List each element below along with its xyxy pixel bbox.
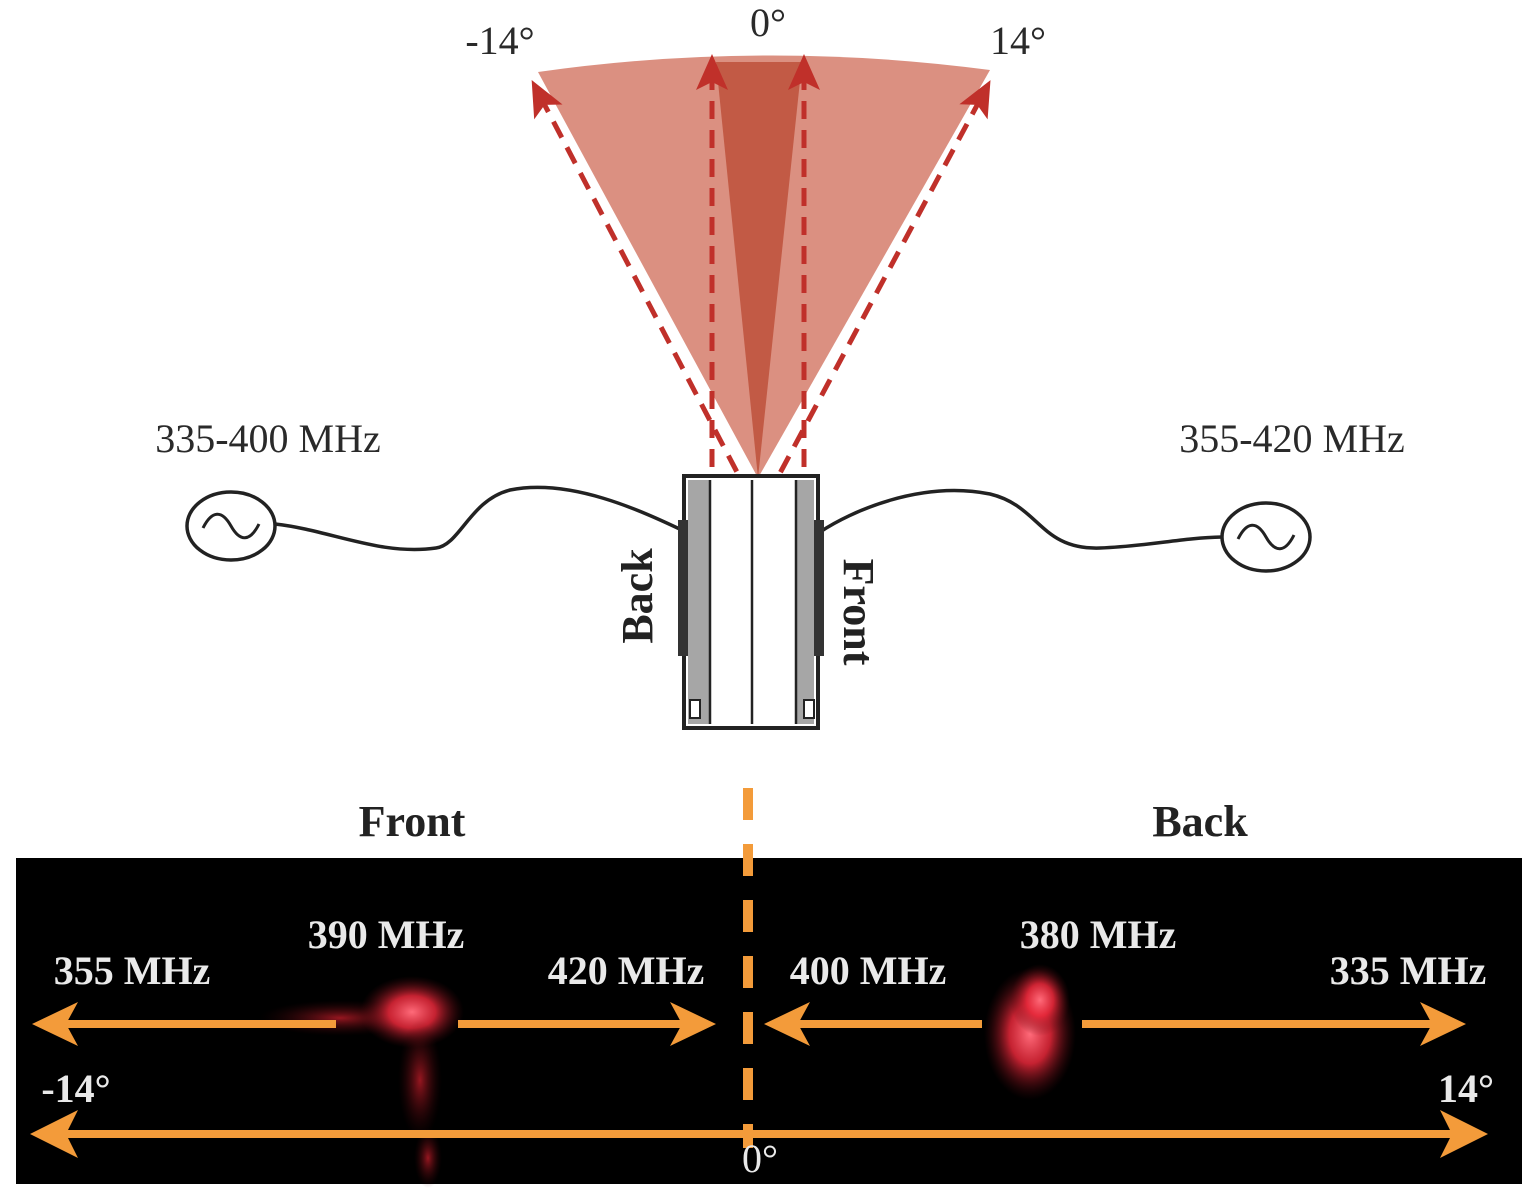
right-feed-cable — [819, 488, 1223, 550]
axis-right-angle-label: 14° — [1438, 1066, 1494, 1111]
front-panel-title: Front — [359, 797, 466, 846]
axis-left-angle-label: -14° — [41, 1066, 110, 1111]
back-hotspot — [984, 964, 1076, 1100]
back-end-freq-label: 335 MHz — [1330, 948, 1487, 993]
left-source-band-label: 335-400 MHz — [155, 416, 381, 461]
axis-center-angle-label: 0° — [742, 1136, 778, 1181]
beam-angle-right-label: 14° — [990, 18, 1046, 63]
front-hotspot — [260, 976, 464, 1188]
back-frequency-arrow — [764, 1002, 1466, 1046]
back-panel-title: Back — [1152, 797, 1248, 846]
device-front-label: Front — [834, 559, 883, 666]
beam-narrow-cone — [716, 62, 802, 478]
front-end-freq-label: 420 MHz — [548, 948, 705, 993]
front-frequency-arrow — [32, 1002, 716, 1046]
left-signal-source-icon — [185, 490, 277, 562]
angle-axis-arrow — [30, 1110, 1488, 1158]
beam-angle-left-label: -14° — [465, 18, 534, 63]
antenna-device — [678, 474, 824, 730]
right-signal-source-icon — [1220, 501, 1312, 573]
front-peak-freq-label: 390 MHz — [308, 912, 465, 957]
back-peak-freq-label: 380 MHz — [1020, 912, 1177, 957]
device-back-label: Back — [613, 548, 662, 644]
back-start-freq-label: 400 MHz — [790, 948, 947, 993]
left-feed-cable — [274, 485, 687, 552]
front-start-freq-label: 355 MHz — [54, 948, 211, 993]
beam-angle-center-label: 0° — [750, 0, 786, 45]
right-source-band-label: 355-420 MHz — [1179, 416, 1405, 461]
